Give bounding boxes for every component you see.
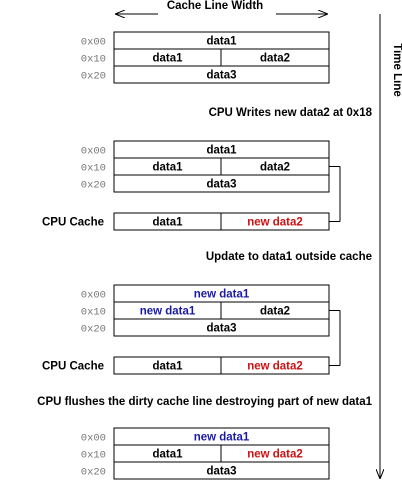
memory-cell: new data1 xyxy=(194,289,250,301)
memory-address: 0x00 xyxy=(81,37,106,49)
memory-cell: data2 xyxy=(260,162,290,174)
cache-cell: new data2 xyxy=(247,217,303,229)
cache-cell: data1 xyxy=(152,217,183,229)
memory-cell: data3 xyxy=(206,70,236,82)
memory-address: 0x20 xyxy=(81,467,106,479)
stage-caption: Update to data1 outside cache xyxy=(206,251,372,263)
memory-cell: data1 xyxy=(206,36,237,48)
cache-cell: data1 xyxy=(152,361,183,373)
memory-address: 0x00 xyxy=(81,146,106,158)
stage-caption: CPU flushes the dirty cache line destroy… xyxy=(37,396,372,408)
memory-address: 0x20 xyxy=(81,180,106,192)
memory-cell: data1 xyxy=(152,53,183,65)
memory-address: 0x00 xyxy=(81,433,106,445)
memory-address: 0x10 xyxy=(81,307,106,319)
memory-cell: data2 xyxy=(260,53,290,65)
memory-cell: new data1 xyxy=(140,306,196,318)
cache-line-width-label: Cache Line Width xyxy=(167,0,263,12)
memory-address: 0x10 xyxy=(81,450,106,462)
memory-address: 0x20 xyxy=(81,71,106,83)
cpu-cache-label: CPU Cache xyxy=(42,361,104,373)
memory-cell: data1 xyxy=(152,449,183,461)
memory-cell: data3 xyxy=(206,466,236,478)
cpu-cache-label: CPU Cache xyxy=(42,217,104,229)
memory-address: 0x00 xyxy=(81,290,106,302)
memory-cell: data1 xyxy=(206,145,237,157)
cache-cell: new data2 xyxy=(247,361,303,373)
memory-cell: data3 xyxy=(206,323,236,335)
memory-address: 0x10 xyxy=(81,54,106,66)
memory-address: 0x20 xyxy=(81,324,106,336)
memory-cell: data1 xyxy=(152,162,183,174)
time-line-label: Time Line xyxy=(391,43,402,96)
memory-cell: new data1 xyxy=(194,432,250,444)
memory-cell: new data2 xyxy=(247,449,303,461)
stage-caption: CPU Writes new data2 at 0x18 xyxy=(209,107,373,119)
memory-cell: data2 xyxy=(260,306,290,318)
memory-cell: data3 xyxy=(206,179,236,191)
memory-address: 0x10 xyxy=(81,163,106,175)
